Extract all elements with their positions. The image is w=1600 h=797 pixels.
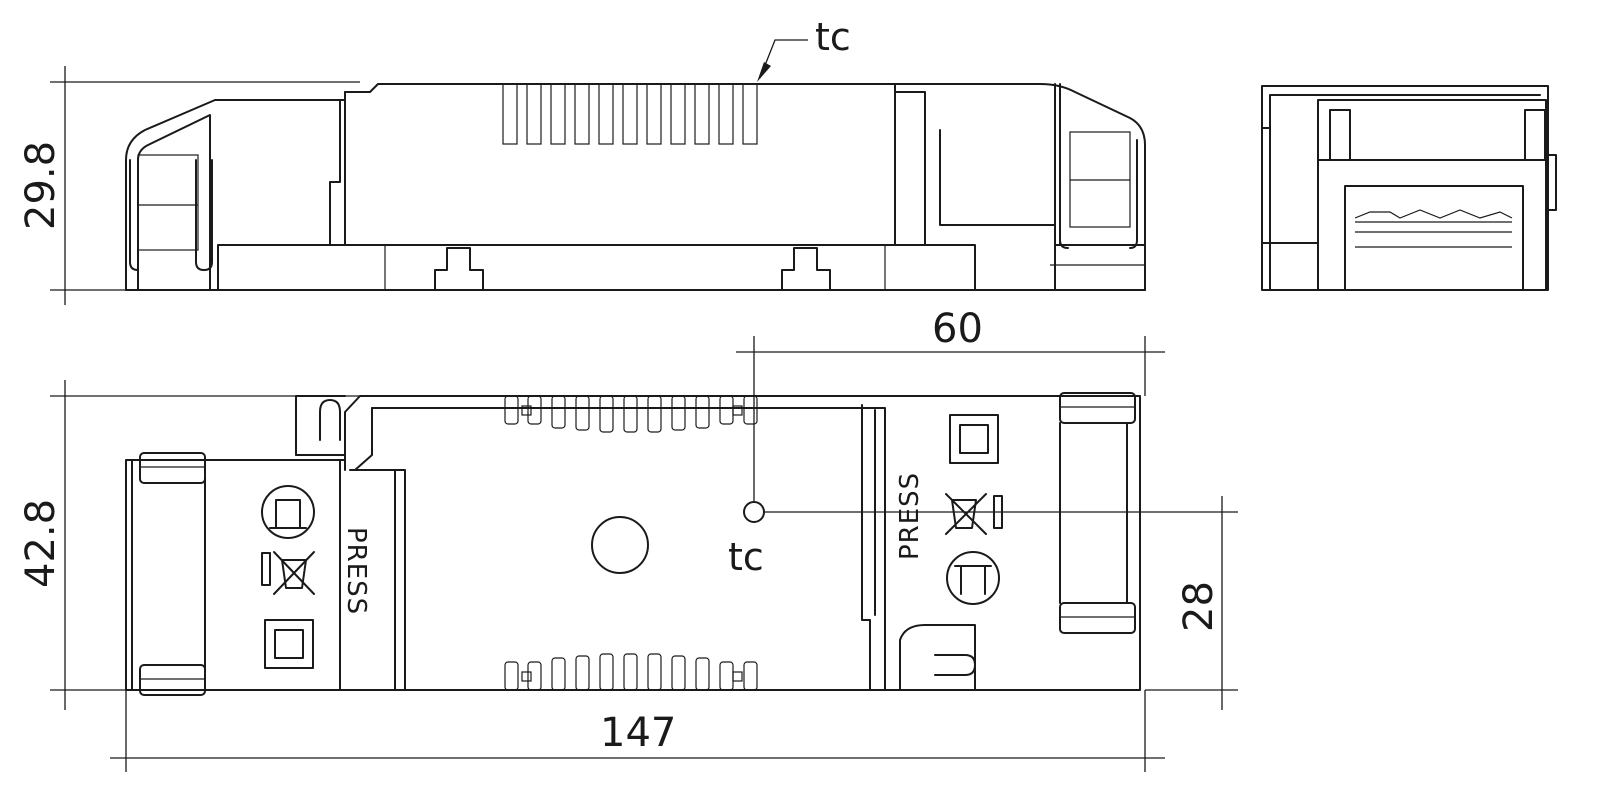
vent-slots-side bbox=[502, 83, 758, 145]
end-view bbox=[1261, 85, 1557, 291]
press-label-right: PRESS bbox=[895, 472, 925, 560]
dim-tc-x: 60 bbox=[736, 306, 1165, 502]
vent-slots-top-lower bbox=[504, 653, 758, 691]
dimension-height-label: 29.8 bbox=[18, 141, 64, 230]
right-terminal-symbols: PRESS bbox=[895, 414, 1003, 605]
dimension-width-label: 42.8 bbox=[18, 499, 64, 588]
left-terminal-symbols: PRESS bbox=[261, 485, 371, 669]
dimension-tc-y-label: 28 bbox=[1176, 581, 1222, 632]
weee-bin-icon-right bbox=[945, 493, 987, 535]
dim-width-top: 42.8 bbox=[18, 380, 372, 710]
double-insulation-icon-right bbox=[949, 414, 999, 464]
weee-bar-icon bbox=[261, 552, 271, 586]
weee-bin-icon bbox=[273, 551, 315, 595]
top-view: PRESS PRESS tc bbox=[125, 392, 1141, 696]
class-ii-icon-right bbox=[946, 551, 1000, 605]
mounting-hole bbox=[591, 516, 649, 574]
double-insulation-icon bbox=[264, 619, 314, 669]
tc-label-side: tc bbox=[815, 15, 851, 59]
tc-point bbox=[743, 501, 765, 523]
dim-tc-y: 28 bbox=[764, 496, 1238, 710]
vent-slots-top-upper bbox=[504, 395, 758, 433]
dim-height-side: 29.8 bbox=[18, 66, 360, 305]
class-ii-icon bbox=[261, 485, 315, 539]
side-view: tc bbox=[125, 15, 1146, 291]
dimension-tc-x-label: 60 bbox=[932, 306, 983, 352]
dimension-length-label: 147 bbox=[600, 710, 676, 756]
tc-label-top: tc bbox=[728, 535, 764, 579]
press-label-left: PRESS bbox=[341, 527, 371, 615]
dim-length: 147 bbox=[110, 690, 1165, 772]
